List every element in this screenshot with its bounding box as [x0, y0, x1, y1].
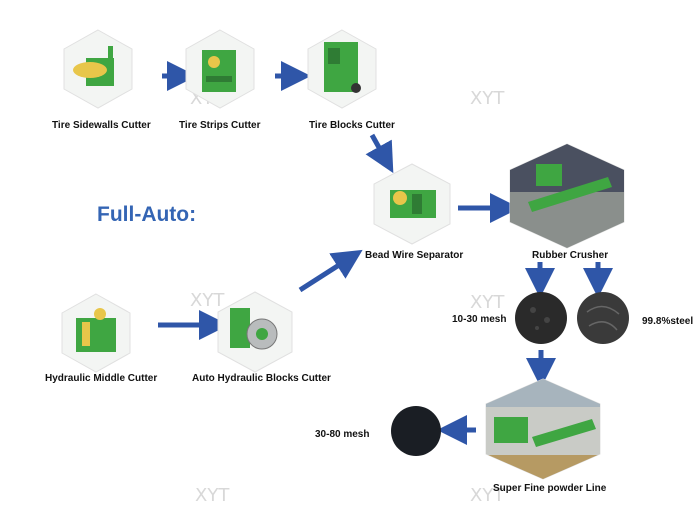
tire-blocks-cutter-hexagon	[307, 29, 377, 109]
bead-wire-separator-label: Bead Wire Separator	[365, 250, 464, 261]
tire-sidewalls-cutter-label: Tire Sidewalls Cutter	[52, 120, 151, 131]
watermark: XYT	[195, 485, 230, 506]
rubber-granules-circle	[515, 292, 567, 344]
hydraulic-middle-cutter-hexagon	[61, 293, 131, 373]
rubber-crusher-label: Rubber Crusher	[532, 250, 609, 261]
watermark: XYT	[470, 88, 505, 109]
tire-sidewalls-cutter-hexagon	[63, 29, 133, 109]
tire-strips-cutter-label: Tire Strips Cutter	[179, 120, 261, 131]
rubber-crusher-hexagon	[509, 143, 625, 249]
watermark: XYT	[470, 485, 505, 506]
super-fine-powder-line-label: Super Fine powder Line	[493, 483, 607, 494]
steel-label: 99.8%steel	[642, 316, 694, 327]
arrow-blocks-to-separator	[365, 133, 394, 174]
mesh-30-80-label: 30-80 mesh	[315, 429, 370, 440]
tire-strips-cutter-hexagon	[185, 29, 255, 109]
auto-hydraulic-blocks-cutter-hexagon	[217, 291, 293, 373]
watermark: XYT	[470, 292, 505, 313]
arrow-auto-to-separator	[298, 249, 363, 293]
diagram-title: Full-Auto:	[97, 203, 197, 226]
auto-hydraulic-blocks-cutter-label: Auto Hydraulic Blocks Cutter	[192, 373, 331, 384]
steel-wire-circle	[577, 292, 629, 344]
tire-blocks-cutter-label: Tire Blocks Cutter	[309, 120, 395, 131]
super-fine-powder-line-hexagon	[485, 378, 601, 480]
bead-wire-separator-hexagon	[373, 163, 451, 245]
fine-powder-circle	[391, 406, 441, 456]
watermark: XYT	[190, 290, 225, 311]
hydraulic-middle-cutter-label: Hydraulic Middle Cutter	[45, 373, 158, 384]
mesh-10-30-label: 10-30 mesh	[452, 314, 507, 325]
